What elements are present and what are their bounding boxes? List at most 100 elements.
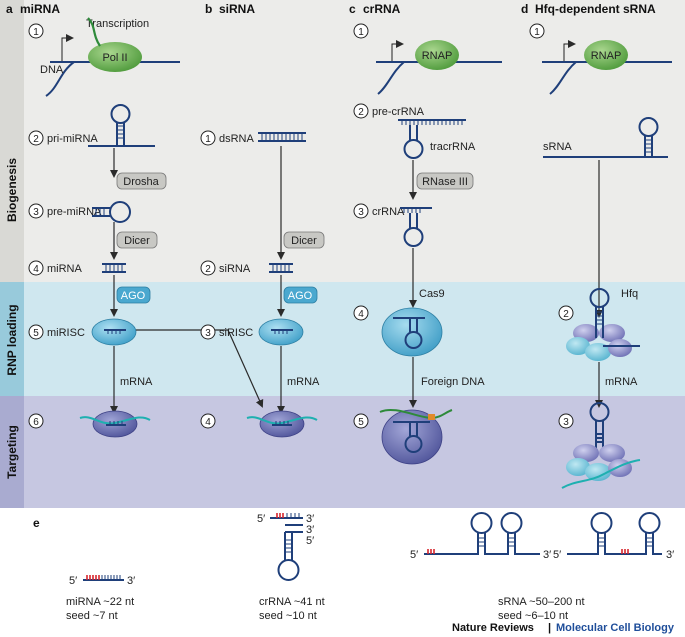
tracrrna-stem [284, 532, 293, 560]
step-number: 1 [358, 27, 364, 38]
hfq-subunit [599, 324, 625, 342]
dicer-box [116, 231, 158, 249]
journal-name: Nature Reviews [452, 622, 534, 634]
rnase-iii-label: RNase III [422, 176, 468, 188]
dicer-box [283, 231, 325, 249]
pre-crrna-label: pre-crRNA [372, 106, 425, 118]
step-number: 6 [33, 417, 39, 428]
transcription-start-arrow [61, 34, 74, 62]
srna1-seed [427, 549, 435, 554]
sirna-label: siRNA [219, 263, 251, 275]
base-pairs [645, 139, 652, 153]
crrna-label: crRNA [372, 206, 405, 218]
srna1-strand [424, 532, 540, 555]
mirna-label: miRNA [47, 263, 82, 275]
hfq-subunit [566, 458, 590, 476]
mrna-label: mRNA [120, 376, 153, 388]
base-pairs [274, 330, 288, 334]
crrna-seed-length: seed ~10 nt [259, 610, 317, 622]
hfq-subunit [566, 337, 590, 355]
dna-tail [549, 61, 577, 95]
step-number: 3 [358, 207, 364, 218]
ago-label: AGO [288, 290, 313, 302]
step-marker [353, 203, 369, 219]
srna-seed-length: seed ~6–10 nt [498, 610, 568, 622]
step-marker [353, 305, 369, 321]
srna2-loop [638, 512, 661, 534]
step-number: 3 [33, 207, 39, 218]
srna2-3-end: 3′ [666, 549, 674, 561]
row-label-biogenesis: Biogenesis [5, 158, 19, 222]
rnap-label: RNAP [591, 50, 622, 62]
srna1-3-end: 3′ [543, 549, 551, 561]
transcription-label: Transcription [86, 18, 149, 30]
ago-box [116, 286, 151, 304]
dsrna-label: dsRNA [219, 133, 255, 145]
repeat-ticks [403, 208, 421, 213]
ago-label: AGO [121, 290, 146, 302]
panel-a-mirna: 1 Transcription Pol II DNA 2 pri-miRNA D… [28, 17, 264, 438]
rnase-iii-box [416, 172, 474, 190]
step-marker [28, 413, 44, 429]
transcription-start-arrow [563, 40, 576, 62]
repeat-ticks [401, 120, 463, 125]
step-number: 2 [563, 309, 569, 320]
base-ticks [101, 575, 121, 580]
step-marker [28, 260, 44, 276]
tracrrna-loop [404, 331, 423, 349]
pre-mirna-loop [109, 201, 131, 223]
tracrrna-stem [409, 213, 418, 228]
pre-mirna-stem [92, 207, 110, 217]
footer-credit: Nature Reviews | Molecular Cell Biology [452, 622, 675, 634]
panel-c-title: crRNA [363, 2, 401, 16]
ago-box [283, 286, 318, 304]
hfq-subunit [608, 339, 632, 357]
hfq-subunit [585, 343, 611, 361]
dna-tail [45, 61, 75, 97]
panel-a-title: miRNA [20, 2, 60, 16]
pam-site [428, 414, 435, 420]
step-marker [353, 103, 369, 119]
mrna-label: mRNA [287, 376, 320, 388]
tracrrna-stem [409, 125, 418, 140]
base-pairs [272, 264, 290, 272]
panel-b-title: siRNA [219, 2, 255, 16]
tracrrna-loop [404, 435, 423, 453]
step-number: 2 [205, 264, 211, 275]
hfq-subunit [599, 444, 625, 462]
hfq-label: Hfq [621, 288, 638, 300]
step-number: 4 [33, 264, 39, 275]
dicer-label: Dicer [124, 235, 150, 247]
srna2-strand [567, 532, 662, 555]
step-marker [353, 413, 369, 429]
rnap-enzyme [584, 40, 628, 70]
hairpin-loop [638, 117, 659, 137]
srna1-loop [470, 512, 493, 534]
base-pairs [117, 125, 124, 139]
cross-arrow-mirisc [136, 329, 264, 408]
crrna-length: crRNA ~41 nt [259, 596, 325, 608]
panel-a-letter: a [6, 2, 13, 16]
base-pairs [598, 537, 653, 547]
tracrrna-loop [403, 139, 424, 159]
tracrrna-stem [409, 318, 418, 332]
step-marker [200, 260, 216, 276]
drosha-box [116, 172, 167, 190]
srna2-5-end: 5′ [553, 549, 561, 561]
row-tabs: Biogenesis RNP loading Targeting [0, 0, 24, 508]
step-number: 3 [205, 328, 211, 339]
hairpin-stem [595, 306, 604, 338]
hairpin-stem [644, 135, 653, 157]
step-marker [200, 324, 216, 340]
journal-series: Molecular Cell Biology [556, 622, 675, 634]
step-marker [353, 23, 369, 39]
target-mrna [561, 459, 641, 489]
base-pairs [275, 421, 289, 425]
step-number: 3 [563, 417, 569, 428]
step-marker [529, 23, 545, 39]
mrna-label: mRNA [605, 376, 638, 388]
foreign-dna-label: Foreign DNA [421, 376, 485, 388]
hairpin-loop [110, 104, 131, 124]
crrna-3-end-a: 3′ [306, 513, 314, 525]
panel-e-letter: e [33, 516, 40, 530]
